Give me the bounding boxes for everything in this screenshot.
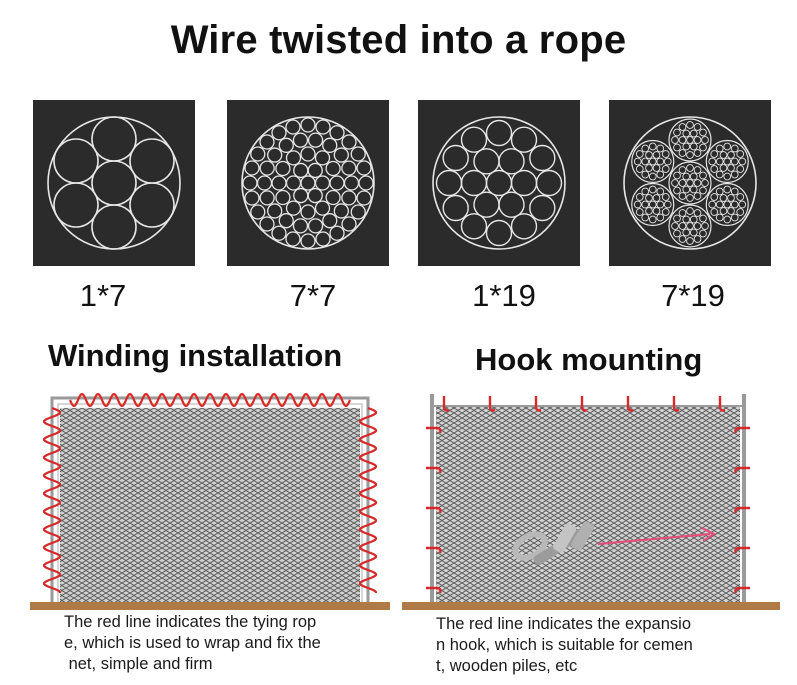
hook-caption-line-3: t, wooden piles, etc	[436, 657, 578, 675]
hook-caption: The red line indicates the expansio n ho…	[436, 614, 766, 677]
winding-caption-line-2: e, which is used to wrap and fix the	[64, 634, 321, 652]
rope-7x19-cross-section	[609, 100, 771, 266]
winding-installation-title: Winding installation	[48, 338, 343, 373]
winding-installation-illustration	[30, 388, 390, 616]
rope-1x7-cross-section	[33, 100, 195, 266]
hook-caption-line-1: The red line indicates the expansio	[436, 615, 691, 633]
rope-label-7x7: 7*7	[289, 278, 337, 313]
rope-label-7x19: 7*19	[661, 278, 725, 313]
rope-label-1x7: 1*7	[79, 278, 127, 313]
rope-7x7-svg	[241, 116, 375, 250]
hook-caption-line-2: n hook, which is suitable for cemen	[436, 636, 693, 654]
expansion-hook-hardware	[512, 521, 595, 565]
winding-caption-line-3: net, simple and firm	[64, 655, 213, 673]
hook-mounting-title: Hook mounting	[475, 342, 703, 377]
rope-7x19-svg	[623, 116, 757, 250]
rope-1x19-cross-section	[418, 100, 580, 266]
rope-1x19-svg	[432, 116, 566, 250]
winding-caption: The red line indicates the tying rop e, …	[64, 612, 384, 675]
page-title: Wire twisted into a rope	[170, 18, 627, 62]
rope-7x7-cross-section	[227, 100, 389, 266]
rope-1x7-svg	[47, 116, 181, 250]
rope-label-1x19: 1*19	[472, 278, 536, 313]
winding-installation-svg	[30, 392, 390, 610]
direction-arrow	[597, 532, 711, 546]
winding-caption-line-1: The red line indicates the tying rop	[64, 613, 317, 631]
hook-mounting-illustration	[402, 388, 780, 616]
hook-mounting-svg	[402, 394, 780, 610]
